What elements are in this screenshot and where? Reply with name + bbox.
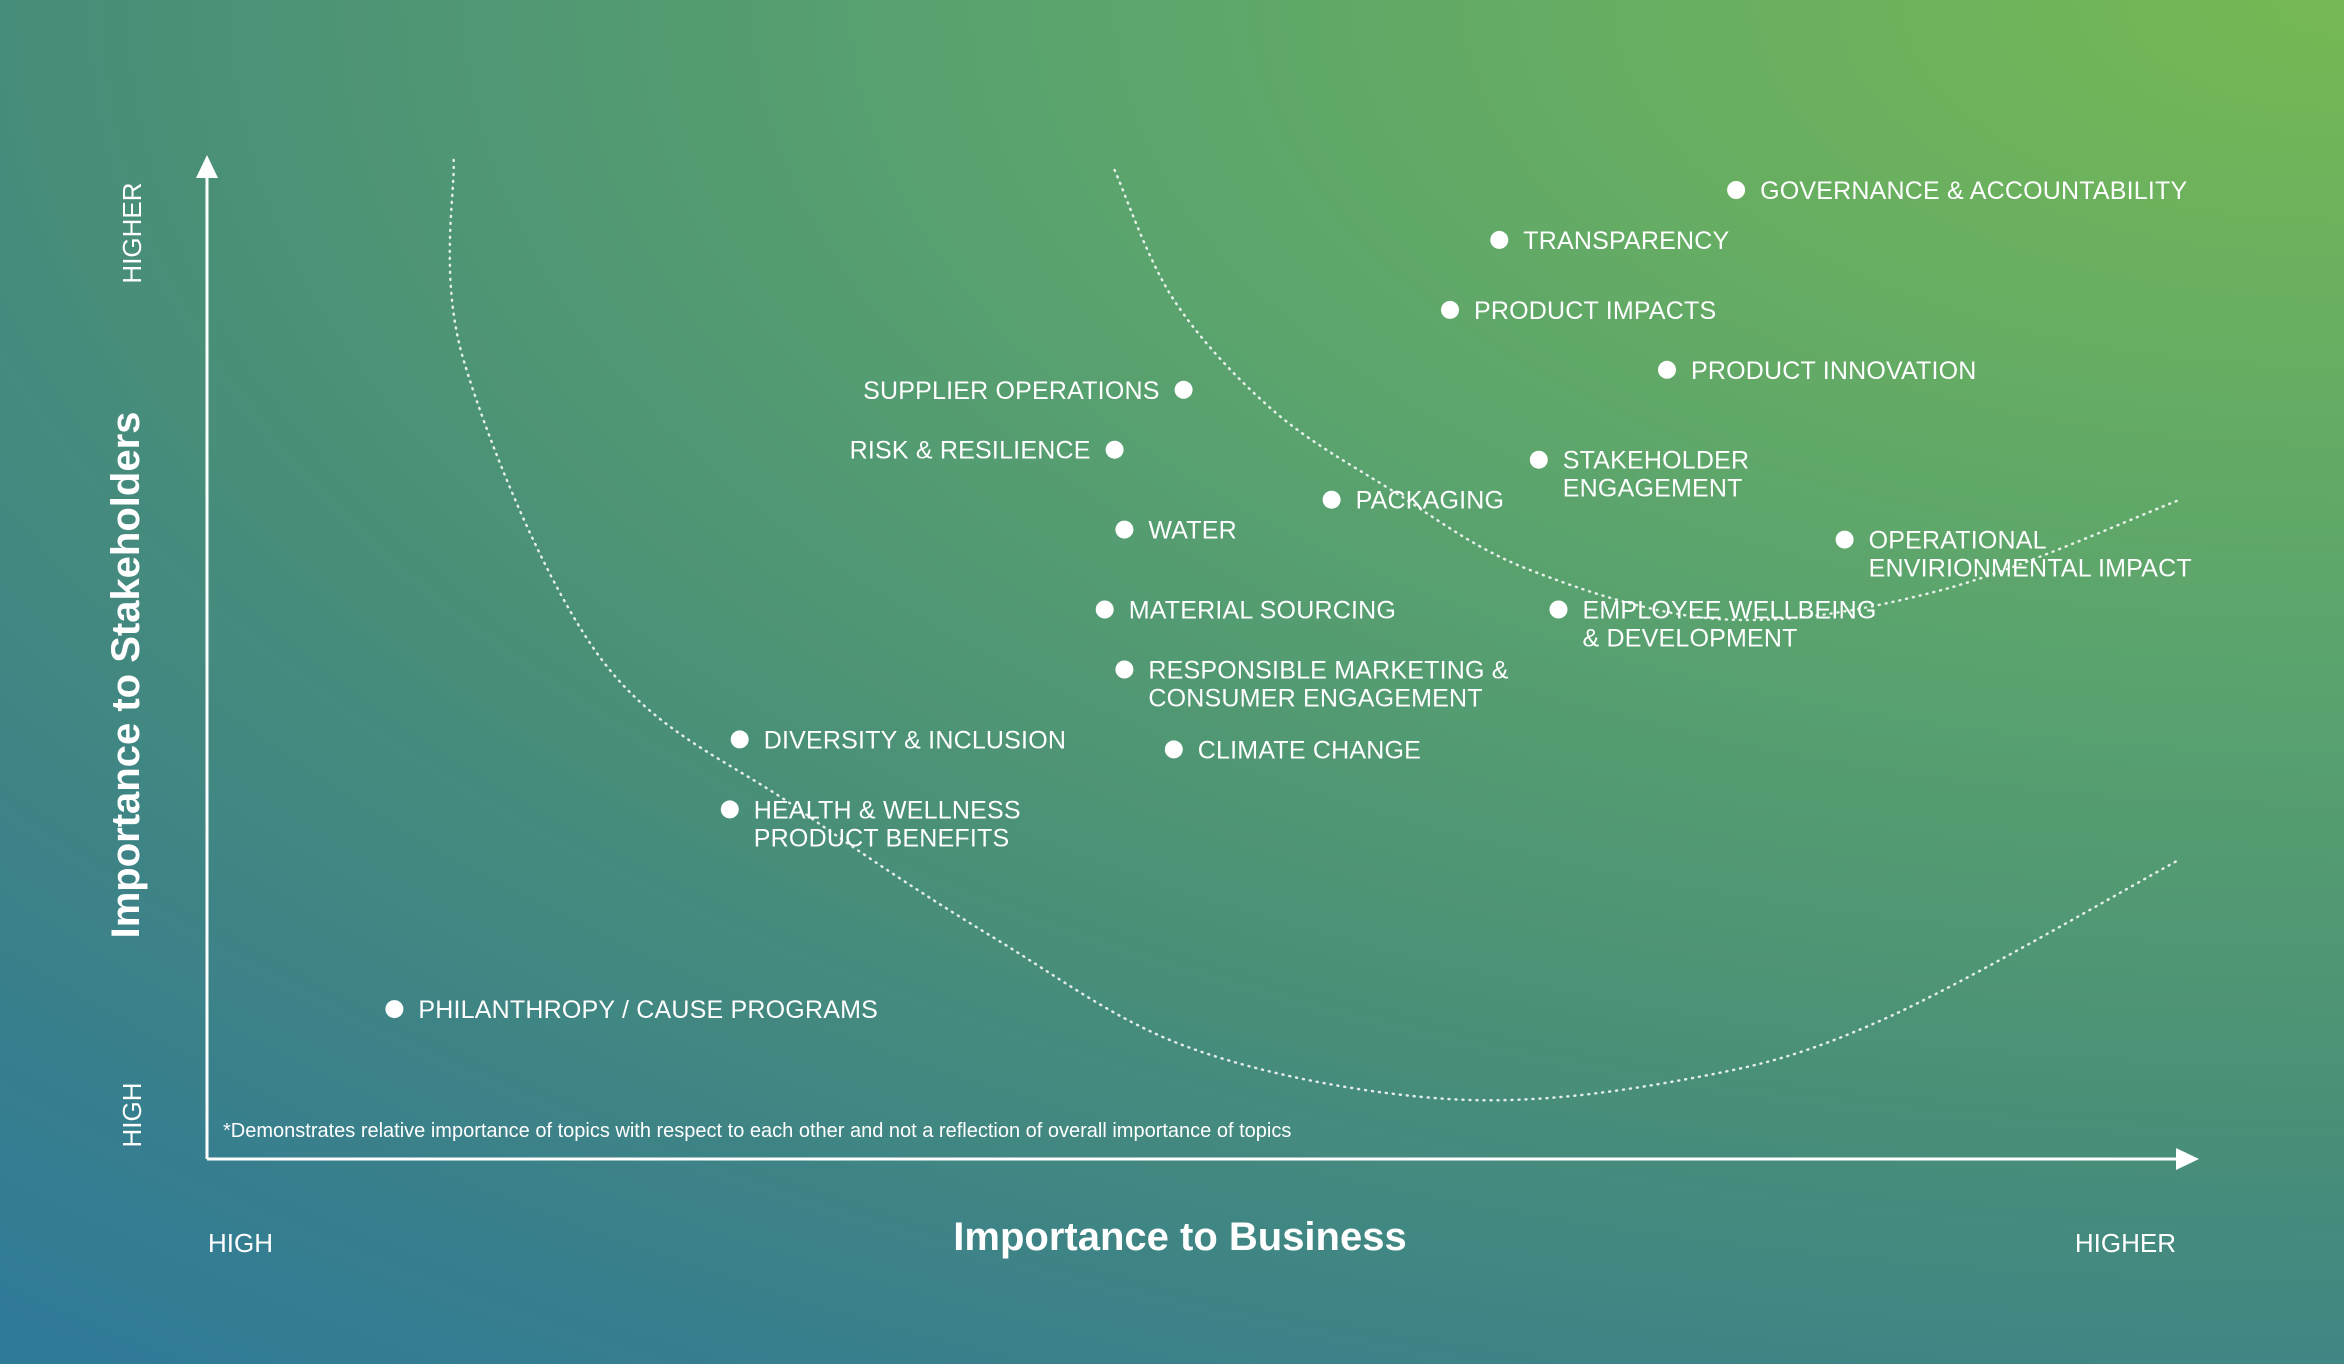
data-point-label: MATERIAL SOURCING (1129, 597, 1396, 625)
data-point-label: EMPLOYEE WELLBEING (1583, 597, 1877, 625)
data-point (1322, 490, 1341, 509)
data-point-label: PACKAGING (1356, 487, 1505, 515)
data-point (1095, 600, 1114, 619)
data-point-label: RESPONSIBLE MARKETING & (1148, 657, 1508, 685)
x-axis-low-end: HIGH (208, 1228, 273, 1258)
data-point-label: SUPPLIER OPERATIONS (863, 377, 1159, 405)
data-point-group: DIVERSITY & INCLUSION (730, 726, 1066, 754)
data-point-group: PHILANTHROPY / CAUSE PROGRAMS (385, 996, 878, 1024)
data-point-group: EMPLOYEE WELLBEING& DEVELOPMENT (1549, 597, 1877, 653)
data-point-label: CONSUMER ENGAGEMENT (1148, 685, 1482, 713)
data-point (1441, 300, 1459, 319)
data-point-label: DIVERSITY & INCLUSION (764, 726, 1066, 754)
data-point-label: CLIMATE CHANGE (1198, 736, 1421, 764)
data-point (1115, 660, 1134, 679)
data-point (730, 730, 749, 749)
data-point-label: PHILANTHROPY / CAUSE PROGRAMS (418, 996, 878, 1024)
data-point-group: SUPPLIER OPERATIONS (863, 377, 1193, 405)
data-point-group: PRODUCT IMPACTS (1441, 297, 1716, 325)
data-point-label: HEALTH & WELLNESS (754, 796, 1021, 824)
data-point-group: CLIMATE CHANGE (1164, 736, 1421, 764)
y-axis-title: Importance to Stakeholders (104, 412, 148, 939)
data-point (1490, 230, 1509, 249)
threshold-curve-outer (448, 158, 2182, 1102)
data-point (1835, 530, 1854, 549)
data-point-group: WATER (1115, 517, 1237, 545)
data-point (1174, 380, 1193, 399)
data-point-group: RESPONSIBLE MARKETING &CONSUMER ENGAGEME… (1115, 657, 1509, 713)
data-point-group: TRANSPARENCY (1490, 227, 1729, 255)
data-point (1549, 600, 1568, 619)
data-point-label: OPERATIONAL (1869, 527, 2047, 555)
x-axis-arrow (2176, 1148, 2199, 1170)
data-point-label: RISK & RESILIENCE (850, 437, 1091, 465)
data-point (1164, 740, 1183, 759)
data-point-label: & DEVELOPMENT (1583, 625, 1798, 653)
data-point-label: PRODUCT IMPACTS (1474, 297, 1716, 325)
data-point-label: PRODUCT BENEFITS (754, 824, 1010, 852)
data-point-label: TRANSPARENCY (1523, 227, 1729, 255)
data-point-label: STAKEHOLDER (1563, 447, 1750, 475)
data-point (385, 1000, 404, 1019)
data-point-group: PRODUCT INNOVATION (1658, 357, 1977, 385)
x-axis-title: Importance to Business (953, 1215, 1406, 1259)
threshold-curve-inner (1113, 168, 2182, 622)
data-point-label: PRODUCT INNOVATION (1691, 357, 1977, 385)
y-axis-low-end: HIGH (117, 1083, 147, 1148)
data-point (720, 800, 739, 819)
data-point-group: PACKAGING (1322, 487, 1505, 515)
x-axis-high-end: HIGHER (2075, 1228, 2176, 1258)
y-axis-arrow (196, 155, 218, 178)
data-point-label: ENGAGEMENT (1563, 475, 1743, 503)
data-point-group: MATERIAL SOURCING (1095, 597, 1396, 625)
data-point-group: GOVERNANCE & ACCOUNTABILITY (1727, 177, 2187, 205)
data-point-label: GOVERNANCE & ACCOUNTABILITY (1760, 177, 2187, 205)
data-point-label: WATER (1148, 517, 1237, 545)
y-axis-high-end: HIGHER (117, 182, 147, 283)
data-point (1658, 360, 1676, 379)
data-point (1727, 181, 1746, 199)
footnote: *Demonstrates relative importance of top… (223, 1120, 1291, 1142)
data-point (1105, 440, 1124, 459)
data-point (1529, 450, 1548, 469)
data-point-label: ENVIRIONMENTAL IMPACT (1869, 555, 2192, 583)
data-point-group: RISK & RESILIENCE (850, 437, 1124, 465)
data-point (1115, 520, 1134, 539)
